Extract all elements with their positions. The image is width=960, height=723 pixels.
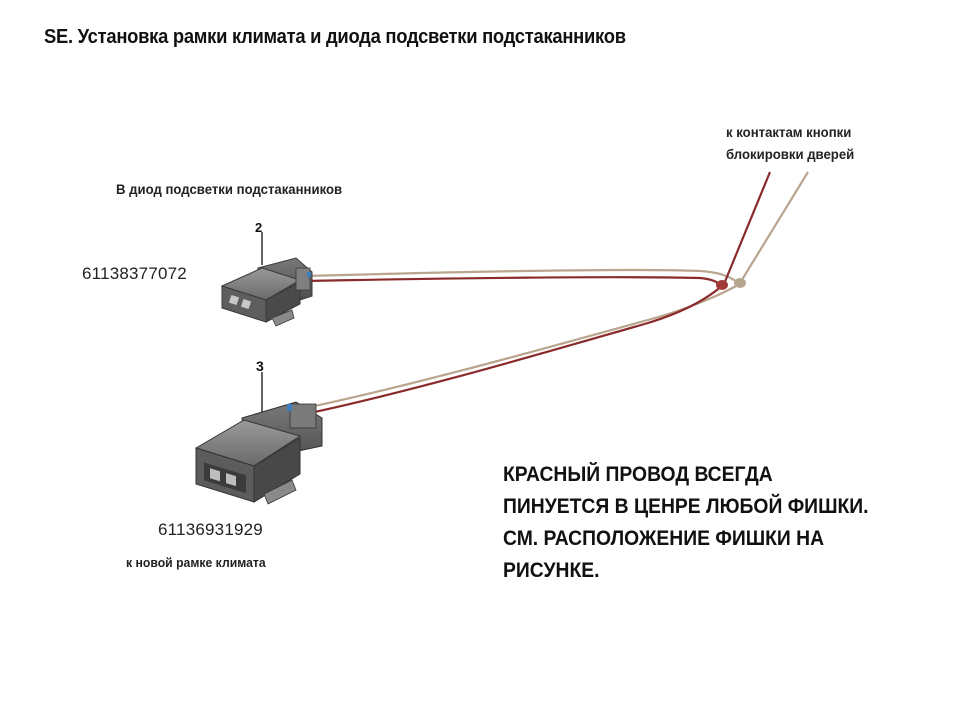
note-line-4: РИСУНКЕ. (503, 559, 600, 582)
connector-part3 (194, 401, 323, 505)
upper-tan-wire (304, 268, 739, 284)
note-line-2: ПИНУЕТСЯ В ЦЕНРЕ ЛЮБОЙ ФИШКИ. (503, 495, 869, 518)
part2-callout: 2 (255, 220, 263, 235)
lower-red-wire (295, 285, 723, 418)
door-lock-tan-wire (739, 171, 809, 284)
cupholder-diode-label: В диод подсветки подстаканников (116, 181, 343, 197)
door-lock-label-line2: блокировки дверей (726, 146, 855, 162)
lower-harness (295, 284, 739, 418)
door-lock-wires (722, 171, 809, 285)
door-lock-red-wire (722, 171, 772, 285)
connector-part2 (220, 257, 313, 327)
part3-callout: 3 (256, 358, 264, 374)
part3-number: 61136931929 (158, 520, 263, 539)
door-lock-label-line1: к контактам кнопки (726, 124, 852, 140)
note-line-3: СМ. РАСПОЛОЖЕНИЕ ФИШКИ НА (503, 527, 825, 550)
upper-harness (304, 268, 739, 287)
tan-splice (734, 278, 746, 288)
lower-tan-wire (295, 284, 739, 412)
part2-number: 61138377072 (82, 264, 187, 283)
page-title: SE. Установка рамки климата и диода подс… (44, 26, 626, 48)
red-wire-note: КРАСНЫЙ ПРОВОД ВСЕГДА ПИНУЕТСЯ В ЦЕНРЕ Л… (503, 459, 869, 587)
climate-frame-label: к новой рамке климата (126, 555, 266, 570)
red-splice (716, 280, 728, 290)
upper-red-wire (304, 276, 723, 287)
note-line-1: КРАСНЫЙ ПРОВОД ВСЕГДА (503, 463, 773, 486)
